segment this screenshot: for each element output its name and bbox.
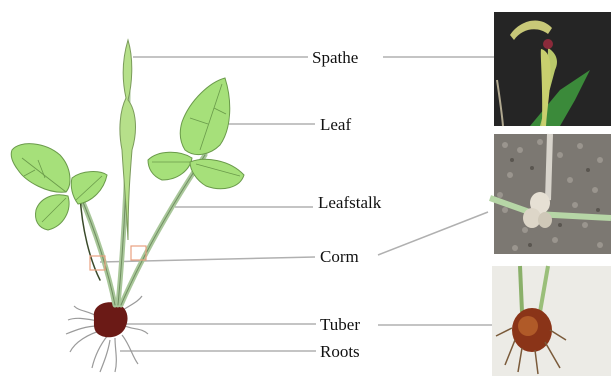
plant-illustration — [11, 40, 244, 372]
tuber — [94, 302, 128, 337]
label-roots: Roots — [320, 343, 360, 360]
leader-lines — [100, 57, 494, 351]
label-spathe: Spathe — [312, 49, 358, 66]
label-leafstalk: Leafstalk — [318, 194, 381, 211]
tuber-photo — [492, 266, 611, 376]
label-tuber: Tuber — [320, 316, 360, 333]
label-corm: Corm — [320, 248, 359, 265]
label-leaf: Leaf — [320, 116, 351, 133]
spathe-photo — [494, 12, 611, 126]
spathe — [120, 40, 136, 240]
corm-photo — [490, 134, 611, 254]
